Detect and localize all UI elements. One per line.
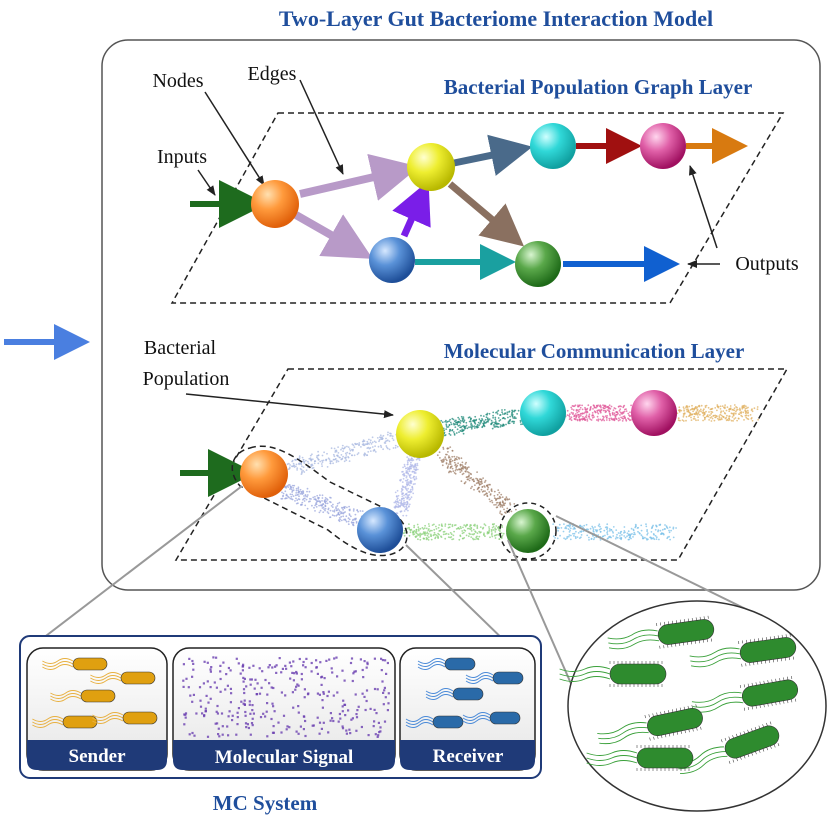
mc-node-green (506, 509, 550, 553)
molecular-signal-label: Molecular Signal (215, 747, 353, 768)
edge-yellow-cyan (453, 134, 533, 176)
mc-layer: Molecular Communication Layer Bacterial … (143, 337, 789, 561)
edge-blue-yellow (392, 180, 431, 238)
mc-node-yellow (396, 410, 444, 458)
zoom-bacteria (559, 615, 799, 774)
sender-label: Sender (69, 746, 127, 767)
outputs-label: Outputs (735, 253, 799, 275)
mc-system-title: MC System (213, 791, 318, 815)
mc-node-blue (357, 507, 403, 553)
node-orange (251, 180, 299, 228)
nodes-label: Nodes (152, 70, 203, 92)
mc-layer-title: Molecular Communication Layer (444, 339, 745, 363)
node-pink (640, 123, 686, 169)
zoom-lines (37, 485, 761, 696)
mc-node-pink (631, 390, 677, 436)
graph-layer: Bacterial Population Graph Layer Nodes E… (152, 63, 799, 304)
graph-layer-title: Bacterial Population Graph Layer (444, 75, 753, 99)
edge-orange-blue (294, 211, 373, 259)
inputs-label: Inputs (157, 146, 207, 168)
main-title: Two-Layer Gut Bacteriome Interaction Mod… (279, 6, 713, 31)
outputs-pointer-1 (689, 165, 718, 249)
population-pointer (185, 393, 394, 419)
mc-system: Sender Molecular Signal Receiver MC Syst… (19, 635, 542, 815)
population-label-1: Bacterial (144, 337, 217, 359)
receiver-label: Receiver (433, 746, 504, 767)
receiver-highlight (499, 502, 557, 560)
edge-orange-yellow (299, 153, 420, 201)
sender-receiver-highlight (231, 445, 408, 557)
population-label-2: Population (143, 368, 230, 390)
node-blue (369, 237, 415, 283)
mc-node-cyan (520, 390, 566, 436)
inputs-pointer (197, 169, 216, 196)
receiver-zoom (559, 600, 827, 812)
edges-label: Edges (248, 63, 297, 85)
node-cyan (530, 123, 576, 169)
node-green (515, 241, 561, 287)
receiver-bacteria (405, 657, 524, 729)
model-container (101, 39, 821, 591)
nodes-pointer (204, 91, 265, 186)
node-yellow (407, 143, 455, 191)
edges-pointer (299, 79, 344, 175)
molecular-signal-dots (182, 656, 390, 738)
edge-yellow-green (447, 181, 525, 247)
mc-node-orange (240, 450, 288, 498)
sender-bacteria (32, 657, 158, 729)
